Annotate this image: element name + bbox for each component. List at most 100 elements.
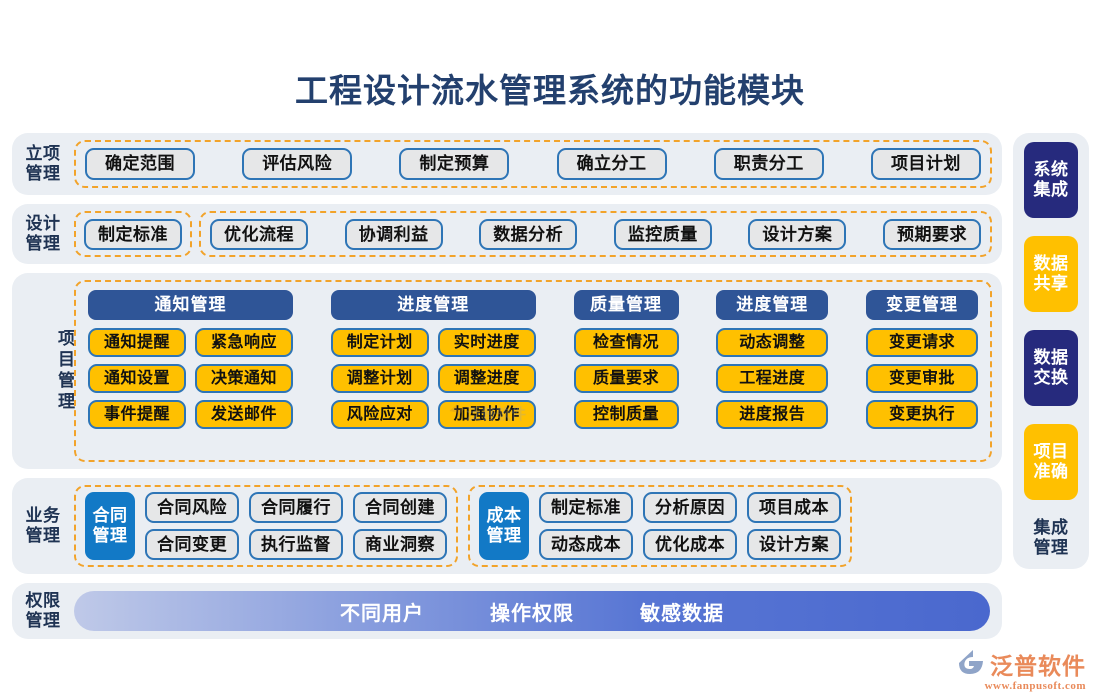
project-item[interactable]: 事件提醒 bbox=[88, 400, 186, 429]
cost-item[interactable]: 分析原因 bbox=[643, 492, 737, 523]
project-column-header: 进度管理 bbox=[330, 290, 536, 320]
sidebar-box-line2: 准确 bbox=[1033, 462, 1069, 481]
project-item[interactable]: 动态调整 bbox=[716, 328, 829, 357]
permission-item[interactable]: 敏感数据 bbox=[640, 602, 724, 625]
row-label-line1: 权限 bbox=[25, 591, 61, 611]
cost-item[interactable]: 设计方案 bbox=[747, 529, 841, 560]
project-item[interactable]: 决策通知 bbox=[195, 364, 293, 393]
project-column-change: 变更管理 变更请求 变更审批 变更执行 bbox=[866, 290, 978, 436]
design-item[interactable]: 预期要求 bbox=[882, 218, 981, 250]
project-column-header: 变更管理 bbox=[866, 290, 978, 320]
modules-board: 立项 管理 确定范围 评估风险 制定预算 确立分工 职责分工 项目计划 设计 管… bbox=[12, 133, 1002, 639]
project-column-header: 进度管理 bbox=[716, 290, 829, 320]
sidebar-box-data-sharing[interactable]: 数据 共享 bbox=[1024, 236, 1078, 312]
fanpu-logo-icon bbox=[956, 648, 986, 681]
brand-logo: 泛普软件 www.fanpusoft.com bbox=[956, 647, 1086, 692]
cost-item[interactable]: 制定标准 bbox=[539, 492, 633, 523]
initiation-item[interactable]: 评估风险 bbox=[242, 148, 353, 180]
sidebar-box-system-integration[interactable]: 系统 集成 bbox=[1024, 142, 1078, 218]
sidebar-box-line1: 项目 bbox=[1033, 441, 1069, 461]
initiation-item[interactable]: 确立分工 bbox=[556, 148, 667, 180]
logo-name: 泛普软件 bbox=[990, 653, 1086, 679]
project-item[interactable]: 发送邮件 bbox=[195, 400, 293, 429]
contract-management-block[interactable]: 合同 管理 bbox=[85, 492, 135, 560]
sidebar-box-line2: 共享 bbox=[1033, 274, 1069, 293]
initiation-item[interactable]: 项目计划 bbox=[870, 148, 981, 180]
cost-management-block[interactable]: 成本 管理 bbox=[479, 492, 529, 560]
initiation-group: 确定范围 评估风险 制定预算 确立分工 职责分工 项目计划 bbox=[74, 140, 992, 188]
sidebar-box-line1: 数据 bbox=[1033, 253, 1069, 273]
project-item[interactable]: 调整计划 bbox=[330, 364, 429, 393]
design-item[interactable]: 设计方案 bbox=[748, 218, 847, 250]
permission-bar: 不同用户 操作权限 敏感数据 bbox=[74, 591, 990, 631]
design-item[interactable]: 监控质量 bbox=[613, 218, 712, 250]
contract-item[interactable]: 合同履行 bbox=[249, 492, 343, 523]
row-permission: 权限 管理 不同用户 操作权限 敏感数据 bbox=[12, 583, 1002, 639]
project-item[interactable]: 质量要求 bbox=[573, 364, 679, 393]
initiation-item[interactable]: 职责分工 bbox=[713, 148, 824, 180]
contract-group: 合同 管理 合同风险 合同变更 合同履行 执行监督 合同创建 商业洞察 bbox=[74, 485, 458, 567]
project-column-quality: 质量管理 检查情况 质量要求 控制质量 bbox=[573, 290, 679, 436]
design-group-secondary: 优化流程 协调利益 数据分析 监控质量 设计方案 预期要求 bbox=[199, 211, 992, 257]
sidebar-footer-line2: 管理 bbox=[1033, 538, 1069, 558]
row-label-line1: 业务 bbox=[25, 506, 61, 526]
project-group: 通知管理 通知提醒 紧急响应 通知设置 决策通知 事件提醒 发送邮件 进度管理 … bbox=[74, 280, 992, 462]
row-label-line2: 管理 bbox=[25, 526, 61, 545]
project-item[interactable]: 进度报告 bbox=[716, 400, 829, 429]
project-column-schedule: 进度管理 制定计划 实时进度 调整计划 调整进度 风险应对 加强协作 bbox=[330, 290, 536, 436]
contract-item[interactable]: 执行监督 bbox=[249, 529, 343, 560]
project-item[interactable]: 制定计划 bbox=[330, 328, 429, 357]
cost-item[interactable]: 动态成本 bbox=[539, 529, 633, 560]
project-column-header: 质量管理 bbox=[573, 290, 679, 320]
row-label-line1: 设计 bbox=[25, 214, 61, 234]
sidebar-box-line2: 集成 bbox=[1033, 180, 1069, 199]
permission-item[interactable]: 操作权限 bbox=[490, 602, 574, 625]
project-item[interactable]: 工程进度 bbox=[716, 364, 829, 393]
initiation-item[interactable]: 制定预算 bbox=[399, 148, 510, 180]
project-column-notification: 通知管理 通知提醒 紧急响应 通知设置 决策通知 事件提醒 发送邮件 bbox=[88, 290, 293, 436]
project-column-progress: 进度管理 动态调整 工程进度 进度报告 bbox=[716, 290, 829, 436]
cost-title-line1: 成本 bbox=[486, 506, 522, 526]
contract-item[interactable]: 合同变更 bbox=[145, 529, 239, 560]
page-title: 工程设计流水管理系统的功能模块 bbox=[295, 72, 805, 109]
row-label-permission: 权限 管理 bbox=[12, 591, 74, 630]
contract-item[interactable]: 合同风险 bbox=[145, 492, 239, 523]
project-item[interactable]: 加强协作 bbox=[437, 400, 536, 429]
project-item[interactable]: 通知提醒 bbox=[88, 328, 186, 357]
sidebar-footer-label: 集成 管理 bbox=[1034, 518, 1069, 559]
cost-item[interactable]: 优化成本 bbox=[643, 529, 737, 560]
project-item[interactable]: 紧急响应 bbox=[195, 328, 293, 357]
project-item[interactable]: 变更请求 bbox=[866, 328, 978, 357]
contract-title-line2: 管理 bbox=[92, 526, 128, 545]
design-item[interactable]: 协调利益 bbox=[344, 218, 443, 250]
project-item[interactable]: 通知设置 bbox=[88, 364, 186, 393]
design-item[interactable]: 制定标准 bbox=[84, 218, 182, 250]
row-label-business: 业务 管理 bbox=[12, 506, 74, 545]
project-column-header: 通知管理 bbox=[88, 290, 293, 320]
initiation-item[interactable]: 确定范围 bbox=[85, 148, 195, 180]
row-project: 项目管理 通知管理 通知提醒 紧急响应 通知设置 决策通知 事件提醒 发送邮件 … bbox=[12, 273, 1002, 469]
row-design: 设计 管理 制定标准 优化流程 协调利益 数据分析 监控质量 设计方案 预期要求 bbox=[12, 204, 1002, 264]
cost-item[interactable]: 项目成本 bbox=[747, 492, 841, 523]
row-label-line2: 管理 bbox=[25, 611, 61, 630]
row-business: 业务 管理 合同 管理 合同风险 合同变更 合同履行 执行监督 bbox=[12, 478, 1002, 574]
row-label-line2: 管理 bbox=[25, 164, 61, 183]
project-item[interactable]: 变更审批 bbox=[866, 364, 978, 393]
project-item[interactable]: 实时进度 bbox=[437, 328, 536, 357]
cost-title-line2: 管理 bbox=[486, 526, 522, 545]
project-item[interactable]: 调整进度 bbox=[437, 364, 536, 393]
project-item[interactable]: 变更执行 bbox=[866, 400, 978, 429]
design-item[interactable]: 优化流程 bbox=[210, 218, 308, 250]
sidebar-box-project-accuracy[interactable]: 项目 准确 bbox=[1024, 424, 1078, 500]
row-initiation: 立项 管理 确定范围 评估风险 制定预算 确立分工 职责分工 项目计划 bbox=[12, 133, 1002, 195]
contract-item[interactable]: 商业洞察 bbox=[353, 529, 447, 560]
project-item[interactable]: 检查情况 bbox=[573, 328, 679, 357]
sidebar-box-line1: 系统 bbox=[1033, 159, 1069, 179]
project-item[interactable]: 控制质量 bbox=[573, 400, 679, 429]
project-item[interactable]: 风险应对 bbox=[330, 400, 429, 429]
design-item[interactable]: 数据分析 bbox=[479, 218, 578, 250]
row-label-project: 项目管理 bbox=[55, 329, 74, 413]
contract-item[interactable]: 合同创建 bbox=[353, 492, 447, 523]
sidebar-box-data-exchange[interactable]: 数据 交换 bbox=[1024, 330, 1078, 406]
permission-item[interactable]: 不同用户 bbox=[340, 602, 424, 625]
